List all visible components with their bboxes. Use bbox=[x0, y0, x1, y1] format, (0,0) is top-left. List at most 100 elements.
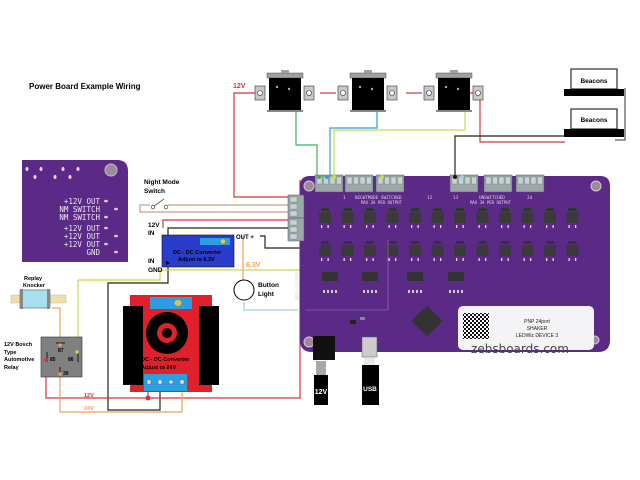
converter-in-gnd-label: GND bbox=[148, 267, 163, 274]
wire-24v-label: 24V bbox=[84, 406, 94, 412]
terminal-block bbox=[375, 174, 405, 193]
driver-ic bbox=[362, 272, 378, 293]
pin-label: NM SWITCH bbox=[59, 205, 100, 214]
beacon-label: Beacons bbox=[580, 117, 607, 124]
trim-pot-icon bbox=[220, 239, 226, 244]
driver-ic bbox=[322, 272, 338, 293]
side-terminal-block bbox=[287, 194, 305, 219]
knocker-label: Knocker bbox=[23, 283, 46, 289]
unswitched-sub: MAX 3A PER OUTPUT bbox=[470, 200, 512, 205]
converter-title: DC - DC Converter bbox=[173, 250, 222, 256]
device-sticker bbox=[458, 306, 594, 350]
usb-connector: USB bbox=[361, 336, 379, 405]
wire-12v-beacons bbox=[470, 92, 565, 143]
mosfet bbox=[476, 241, 489, 261]
relay-pin-85: 85 bbox=[50, 357, 56, 363]
mosfet bbox=[544, 241, 556, 261]
wire-12v-solenoids bbox=[233, 92, 300, 198]
mosfet bbox=[386, 208, 399, 228]
sticker-line: PNP 24port bbox=[524, 319, 550, 325]
wire-end bbox=[453, 175, 457, 179]
main-board: 1 NIGHTMODE SWITCHED MAX 3A PER OUTPUT 1… bbox=[287, 174, 610, 356]
pin-label: NM SWITCH bbox=[59, 213, 100, 222]
side-terminal-block bbox=[287, 217, 305, 242]
mosfet bbox=[521, 208, 534, 228]
microcontroller-chip bbox=[411, 305, 443, 337]
sticker-line: SHAKER bbox=[527, 326, 548, 332]
pin-label: +12V OUT bbox=[64, 197, 101, 206]
pin-label: +12V OUT bbox=[64, 232, 101, 241]
qr-code-icon bbox=[463, 313, 489, 339]
mosfet bbox=[341, 208, 354, 228]
mosfet bbox=[431, 241, 444, 261]
converter-6v3: 12V IN IN GND DC - DC Converter Adjust t… bbox=[148, 222, 261, 274]
mosfet bbox=[409, 208, 421, 228]
wire-gnd-to-24v bbox=[107, 262, 169, 411]
wire-nm-switch-a bbox=[139, 204, 290, 213]
brand-text: zebsboards.com bbox=[471, 342, 569, 356]
usb-plug bbox=[362, 365, 379, 405]
mosfet bbox=[566, 241, 579, 261]
gnd-arrow-icon bbox=[166, 261, 170, 265]
converter-title: DC - DC Converter bbox=[141, 357, 190, 363]
converter-24v: DC - DC Converter Adjust to 24V bbox=[123, 295, 219, 392]
button-light-label: Light bbox=[258, 291, 275, 298]
output-terminals bbox=[314, 174, 545, 193]
driver-ic bbox=[407, 272, 423, 293]
terminal-block bbox=[314, 174, 344, 193]
knocker-label: Replay bbox=[24, 276, 43, 282]
relay-pin-30: 30 bbox=[63, 371, 69, 377]
night-mode-switch: Night Mode Switch bbox=[144, 179, 180, 210]
mosfet bbox=[341, 241, 354, 261]
button-light: Button Light bbox=[233, 279, 279, 301]
wire-24v-bottom bbox=[59, 375, 183, 413]
button-light-icon bbox=[233, 279, 255, 301]
relay-pin-86: 86 bbox=[68, 357, 74, 363]
wire-end bbox=[460, 175, 464, 179]
button-light-label: Button bbox=[258, 282, 279, 289]
wire-converter-12v-in bbox=[162, 219, 290, 228]
replay-knocker: Replay Knocker bbox=[10, 276, 67, 309]
unswitched-start-label: 13 bbox=[453, 195, 459, 201]
converter-out-label: OUT + bbox=[236, 235, 254, 241]
wire-end bbox=[380, 175, 384, 179]
mosfet bbox=[319, 241, 331, 261]
night-mode-label: Night Mode bbox=[144, 179, 180, 186]
mosfet bbox=[566, 208, 579, 228]
wire-button-light bbox=[243, 302, 298, 311]
switch-lever-icon bbox=[153, 198, 165, 207]
relay-label: Relay bbox=[4, 365, 20, 371]
beacon-2: Beacons bbox=[564, 108, 624, 137]
driver-ic bbox=[448, 272, 464, 293]
solenoid bbox=[254, 70, 315, 112]
converter-terminal-block bbox=[144, 374, 187, 391]
converter-in-gnd-label: IN bbox=[148, 258, 155, 265]
solenoid bbox=[337, 70, 398, 112]
nightmode-sub: MAX 3A PER OUTPUT bbox=[361, 200, 403, 205]
solenoids bbox=[254, 70, 484, 112]
mosfet-array bbox=[319, 208, 579, 261]
wire-end bbox=[325, 175, 329, 179]
mosfet bbox=[364, 241, 376, 261]
mosfet bbox=[544, 208, 556, 228]
converter-in-12v-label: IN bbox=[148, 230, 155, 237]
power-plug bbox=[314, 375, 328, 405]
converter-subtitle: Adjust to 6.3V bbox=[178, 257, 215, 263]
driver-ics bbox=[322, 272, 464, 293]
solenoid-12v-label: 12V bbox=[233, 83, 246, 90]
mosfet bbox=[386, 241, 399, 261]
nightmode-start-label: 1 bbox=[343, 195, 346, 201]
trim-pot-icon bbox=[174, 300, 182, 306]
mosfet bbox=[454, 208, 466, 228]
relay-label: Automotive bbox=[4, 357, 34, 363]
mosfet bbox=[499, 208, 511, 228]
wire-beacons-ground bbox=[454, 135, 573, 178]
unswitched-end-label: 24 bbox=[527, 195, 533, 201]
converter-in-12v-label: 12V bbox=[148, 222, 160, 229]
pin-label: +12V OUT bbox=[64, 224, 101, 233]
terminal-block bbox=[515, 174, 545, 193]
relay-label: 12V Bosch bbox=[4, 342, 33, 348]
mosfet bbox=[431, 208, 444, 228]
barrel-jack-socket bbox=[313, 336, 335, 360]
